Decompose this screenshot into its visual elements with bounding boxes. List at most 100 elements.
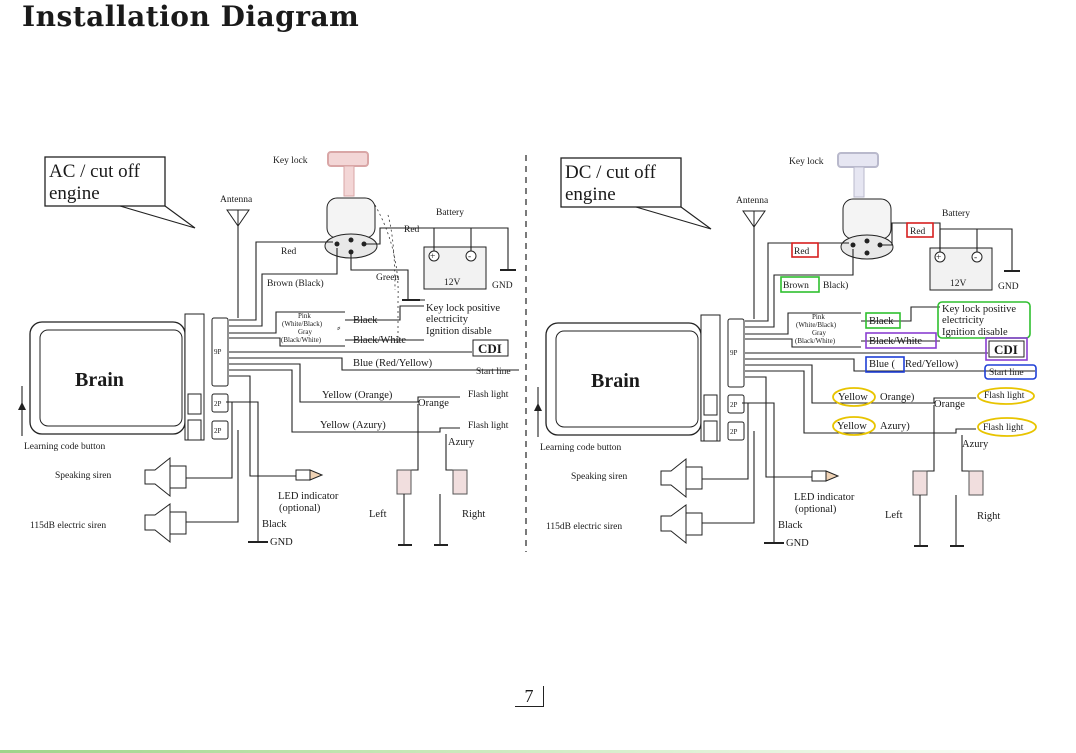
left-connector-2p-1: 2P	[214, 400, 222, 408]
left-heading-line2: engine	[49, 183, 100, 204]
right-blue-highlight	[865, 356, 905, 373]
left-speaking-siren: Speaking siren	[55, 471, 111, 481]
right-electric-siren: 115dB electric siren	[546, 522, 622, 532]
right-key-lock-positive-highlight	[937, 301, 1031, 339]
right-black-after-brown: Black)	[823, 280, 848, 291]
left-lamp-icon: Left	[369, 404, 419, 546]
right-brown-label: Brown	[783, 281, 809, 291]
right-flash-light-2: Flash light	[983, 423, 1024, 433]
left-lamp-right-label: Right	[462, 509, 485, 520]
right-led-optional: (optional)	[795, 504, 837, 515]
right-heading-line1: DC / cut off	[565, 162, 657, 183]
right-lamp-right-icon: Right	[950, 435, 1000, 547]
right-gray-label: Gray	[812, 329, 826, 337]
right-white-black-label: (White/Black)	[796, 321, 837, 329]
svg-text:-: -	[974, 253, 977, 263]
right-yellow-orange-b: Orange)	[880, 392, 915, 403]
right-red-battery-highlight	[906, 222, 934, 238]
battery-voltage: 12V	[444, 278, 461, 288]
right-black-label: Black	[869, 316, 894, 327]
right-antenna-label: Antenna	[736, 196, 769, 206]
right-lamp-left-icon: Left	[885, 405, 935, 547]
right-lamp-right-label: Right	[977, 511, 1000, 522]
right-led-indicator: LED indicator	[794, 492, 855, 503]
right-gnd-bottom: GND	[786, 538, 809, 549]
left-led-optional: (optional)	[279, 503, 321, 514]
right-black-gnd-wire: Black	[778, 520, 803, 531]
right-yellow-azury-b: Azury)	[880, 421, 910, 432]
right-antenna-icon	[742, 210, 766, 319]
page-number: 7	[515, 686, 544, 707]
right-heading-callout: DC / cut off engine	[560, 157, 712, 230]
svg-text:+: +	[936, 253, 941, 263]
led-indicator-icon	[295, 469, 324, 481]
right-yellow-azury-a: Yellow	[837, 421, 867, 432]
left-red-battery-label: Red	[404, 225, 420, 235]
battery-label: Battery	[436, 208, 464, 218]
right-yellow-orange-highlight	[832, 387, 876, 407]
page-title: Installation Diagram	[22, 0, 360, 33]
left-orange-label: Orange	[418, 398, 449, 409]
bottom-accent-line	[0, 750, 1076, 753]
right-azury-label: Azury	[962, 439, 989, 450]
right-led-indicator-icon	[811, 470, 840, 482]
right-heading-line2: engine	[565, 184, 616, 205]
key-lock-label: Key lock	[273, 156, 308, 166]
right-key-icon	[837, 152, 879, 198]
left-panel: AC / cut off engine Key lock Antenna	[18, 151, 519, 548]
right-electricity: electricity	[942, 315, 985, 326]
left-connector-2p-2: 2P	[214, 427, 222, 435]
left-brown-black-label: Brown (Black)	[267, 278, 324, 289]
left-black-gnd-wire: Black	[262, 519, 287, 530]
right-black-highlight	[865, 312, 901, 329]
left-yellow-orange-label: Yellow (Orange)	[322, 390, 393, 401]
right-electric-siren-icon	[660, 504, 703, 545]
gnd-label: GND	[492, 281, 513, 291]
right-yellow-azury-highlight	[832, 416, 876, 436]
right-black-white-label: Black/White	[869, 336, 922, 347]
left-electricity: electricity	[426, 314, 469, 325]
key-icon	[327, 151, 369, 197]
right-brown-highlight	[780, 276, 820, 293]
left-red-label: Red	[281, 247, 297, 257]
right-pink-label: Pink	[812, 313, 825, 321]
right-yellow-orange-a: Yellow	[838, 392, 868, 403]
right-battery-icon: + - 12V	[929, 247, 993, 291]
right-flash-light-2-highlight	[977, 417, 1037, 437]
left-learning-code-button: Learning code button	[24, 442, 106, 452]
right-black-white-highlight	[865, 332, 937, 349]
left-electric-siren: 115dB electric siren	[30, 521, 106, 531]
left-azury-label: Azury	[448, 437, 475, 448]
right-cdi-box	[988, 340, 1025, 358]
electric-siren-icon	[144, 503, 187, 544]
left-heading-callout: AC / cut off engine	[44, 156, 196, 229]
right-ignition-disable: Ignition disable	[942, 327, 1008, 338]
ignition-lock-icon	[324, 197, 378, 259]
left-flash-light-1: Flash light	[468, 390, 509, 400]
right-key-lock-label: Key lock	[789, 157, 824, 167]
left-gnd-bottom: GND	[270, 537, 293, 548]
right-speaking-siren-icon	[660, 457, 703, 499]
left-key-lock-positive: Key lock positive	[426, 303, 500, 314]
left-black-label: Black	[353, 315, 378, 326]
right-red-battery-label: Red	[910, 227, 926, 237]
left-connector-9p: 9P	[214, 348, 222, 356]
right-panel: DC / cut off engine Key lock Antenna Bat…	[534, 152, 1037, 549]
right-ignition-lock-icon	[840, 198, 894, 260]
left-heading-line1: AC / cut off	[49, 161, 141, 182]
right-connector-2p-2: 2P	[730, 428, 738, 436]
right-cdi-label: CDI	[994, 342, 1018, 357]
right-speaking-siren: Speaking siren	[571, 472, 627, 482]
left-cdi-box	[472, 339, 509, 357]
right-brain-label: Brain	[591, 370, 640, 392]
right-orange-label: Orange	[934, 399, 965, 410]
right-red-highlight	[791, 242, 819, 258]
right-blue-label: Blue (	[869, 359, 895, 370]
right-red-label: Red	[794, 247, 810, 257]
battery-icon: + - 12V	[423, 246, 487, 290]
right-cdi-highlight	[985, 337, 1028, 361]
right-key-lock-positive: Key lock positive	[942, 304, 1016, 315]
left-black-white-label: Black/White	[353, 335, 406, 346]
right-connector-2p-1: 2P	[730, 401, 738, 409]
right-start-line-label: Start line	[989, 368, 1024, 378]
